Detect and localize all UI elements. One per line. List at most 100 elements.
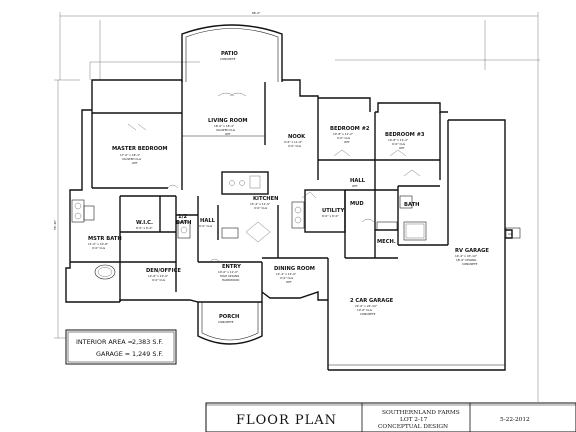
patio: PATIO CONCRETE <box>181 24 283 82</box>
svg-text:15'-4" x 11'-0": 15'-4" x 11'-0" <box>250 202 271 206</box>
room-master-bath: MSTR BATH 11'-0" x 10'-8" 9'-0" CLG <box>88 236 122 250</box>
hall-lower-label: HALL <box>200 218 216 224</box>
mud-label: MUD <box>350 201 364 207</box>
room-wic: W.I.C. 8'-0" x 8'-0" <box>136 220 153 230</box>
svg-text:OPT: OPT <box>399 146 405 150</box>
room-half-bath: 1/2 BATH <box>176 214 191 226</box>
svg-text:10'-8" x 11'-2": 10'-8" x 11'-2" <box>333 132 354 136</box>
overall-width-label: 86'-0" <box>252 11 261 15</box>
room-den-office: DEN/OFFICE 12'-6" x 12'-0" 9'-0" CLG <box>146 268 181 282</box>
svg-text:9'-0" CLG: 9'-0" CLG <box>152 278 165 282</box>
ac-unit: A/C <box>505 227 521 239</box>
room-utility: UTILITY 8'-0" x 8'-0" <box>322 208 344 218</box>
overall-depth-label: 56'-10" <box>53 219 57 230</box>
room-bath: BATH <box>404 202 419 208</box>
fixtures <box>71 175 427 280</box>
den-office-label: DEN/OFFICE <box>146 268 181 274</box>
rv-garage-label: RV GARAGE <box>455 248 489 254</box>
drawing-title: FLOOR PLAN <box>236 413 337 428</box>
svg-text:9'-0" CLG: 9'-0" CLG <box>92 246 105 250</box>
master-bedroom-label: MASTER BEDROOM <box>112 146 168 152</box>
room-entry: ENTRY 10'-0" x 11'-0" HIGH CEILING HARDW… <box>218 264 241 282</box>
room-bedroom-3: BEDROOM #3 10'-8" x 11'-2" 9'-0" CLG OPT <box>385 132 425 150</box>
nook-label: NOOK <box>288 134 306 140</box>
hall-upper-label: HALL <box>350 178 366 184</box>
overall-width-dimension: 86'-0" <box>59 11 539 80</box>
svg-text:18'-0" x 18'-4": 18'-0" x 18'-4" <box>214 124 235 128</box>
lot-number: LOT 2-17 <box>400 417 428 423</box>
svg-text:HIGH CEILING: HIGH CEILING <box>220 274 239 278</box>
half-bath-label: 1/2 <box>178 214 188 220</box>
svg-text:VAULTED CLG: VAULTED CLG <box>216 128 235 132</box>
svg-text:12'-6" x 12'-0": 12'-6" x 12'-0" <box>148 274 169 278</box>
garage-area-value: 1,249 S.F. <box>132 350 163 358</box>
room-dining: DINING ROOM 12'-4" x 12'-0" 9'-0" CLG OP… <box>274 266 315 284</box>
svg-text:8'-0" x 8'-0": 8'-0" x 8'-0" <box>136 226 153 230</box>
svg-text:17'-0" x 18'-4": 17'-0" x 18'-4" <box>120 153 141 157</box>
exterior-walls <box>65 79 513 371</box>
project-name: SOUTHERNLAND FARMS <box>382 410 460 416</box>
svg-text:9'-0" CLG: 9'-0" CLG <box>199 224 212 228</box>
room-kitchen: KITCHEN 15'-4" x 11'-0" 9'-0" CLG <box>250 196 279 210</box>
svg-text:8'-0" x 8'-0": 8'-0" x 8'-0" <box>322 214 339 218</box>
design-status: CONCEPTUAL DESIGN <box>378 424 448 430</box>
svg-text:OPT: OPT <box>286 280 292 284</box>
drawing-date: 5-22-2012 <box>500 417 530 423</box>
svg-text:OPT: OPT <box>344 140 350 144</box>
room-two-car-garage: 2 CAR GARAGE 22'-0" x 24'-10" 10'-0" CLG… <box>350 298 394 316</box>
utility-label: UTILITY <box>322 208 344 214</box>
svg-text:22'-0" x 24'-10": 22'-0" x 24'-10" <box>355 304 378 308</box>
mech-label: MECH. <box>377 239 396 245</box>
svg-text:HARDWOOD: HARDWOOD <box>222 278 239 282</box>
svg-text:10'-0" x 11'-0": 10'-0" x 11'-0" <box>218 270 239 274</box>
svg-text:CONCRETE: CONCRETE <box>462 262 478 266</box>
svg-text:CONCRETE: CONCRETE <box>220 57 236 61</box>
room-mud: MUD <box>350 201 364 207</box>
svg-text:10'-0" CLG: 10'-0" CLG <box>357 308 372 312</box>
kitchen-label: KITCHEN <box>253 196 279 202</box>
title-block: FLOOR PLAN SOUTHERNLAND FARMS LOT 2-17 C… <box>205 402 576 432</box>
svg-text:9'-0" CLG: 9'-0" CLG <box>280 276 293 280</box>
svg-text:CONCRETE: CONCRETE <box>360 312 376 316</box>
room-mech: MECH. <box>377 239 396 245</box>
svg-text:OPT: OPT <box>352 184 358 188</box>
room-rv-garage: RV GARAGE 14'-4" x 43'-10" 18'-0" CEILIN… <box>455 248 489 266</box>
two-car-garage-label: 2 CAR GARAGE <box>350 298 394 304</box>
svg-text:9'-6" x 11'-0": 9'-6" x 11'-0" <box>284 140 303 144</box>
interior-area-value: 2,383 S.F. <box>132 338 163 346</box>
svg-text:VAULTED CLG: VAULTED CLG <box>122 157 141 161</box>
room-master-bedroom: MASTER BEDROOM 17'-0" x 18'-4" VAULTED C… <box>112 146 168 165</box>
ac-label: A/C <box>508 232 513 236</box>
svg-text:BATH: BATH <box>176 220 191 226</box>
master-bath-label: MSTR BATH <box>88 236 122 242</box>
door-swings <box>127 92 421 263</box>
bedroom-3-label: BEDROOM #3 <box>385 132 425 138</box>
bath-label: BATH <box>404 202 419 208</box>
svg-text:9'-0" CLG: 9'-0" CLG <box>288 144 301 148</box>
dining-room-label: DINING ROOM <box>274 266 315 272</box>
interior-walls <box>70 80 448 302</box>
room-nook: NOOK 9'-6" x 11'-0" 9'-0" CLG <box>284 134 306 148</box>
svg-text:10'-8" x 11'-2": 10'-8" x 11'-2" <box>388 138 409 142</box>
porch: PORCH CONCRETE <box>197 302 263 345</box>
entry-label: ENTRY <box>222 264 241 270</box>
living-room-label: LIVING ROOM <box>208 118 248 124</box>
room-hall-upper: HALL OPT <box>350 178 366 188</box>
svg-text:14'-4" x 43'-10": 14'-4" x 43'-10" <box>455 254 478 258</box>
room-living: LIVING ROOM 18'-0" x 18'-4" VAULTED CLG … <box>208 118 248 136</box>
svg-text:9'-0" CLG: 9'-0" CLG <box>337 136 350 140</box>
room-hall-lower: HALL 9'-0" CLG <box>199 218 216 228</box>
room-bedroom-2: BEDROOM #2 10'-8" x 11'-2" 9'-0" CLG OPT <box>330 126 370 144</box>
svg-text:12'-4" x 12'-0": 12'-4" x 12'-0" <box>276 272 297 276</box>
svg-text:CONCRETE: CONCRETE <box>218 320 234 324</box>
porch-label: PORCH <box>219 314 239 320</box>
svg-text:11'-0" x 10'-8": 11'-0" x 10'-8" <box>88 242 109 246</box>
svg-text:OPT: OPT <box>132 161 138 165</box>
garage-area-label: GARAGE = <box>96 350 130 358</box>
patio-label: PATIO <box>221 51 238 57</box>
interior-area-label: INTERIOR AREA = <box>76 338 133 346</box>
svg-text:9'-0" CLG: 9'-0" CLG <box>254 206 267 210</box>
wic-label: W.I.C. <box>136 220 153 226</box>
bedroom-2-label: BEDROOM #2 <box>330 126 370 132</box>
